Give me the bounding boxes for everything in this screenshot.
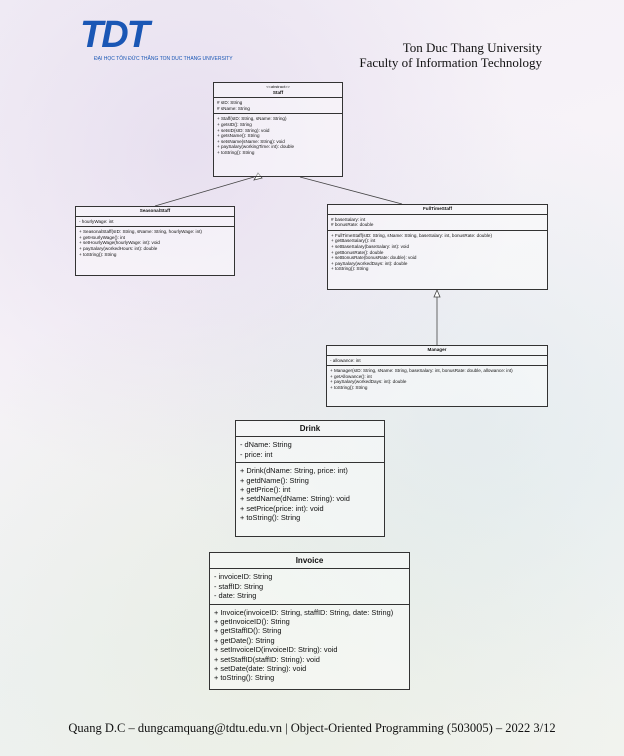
attribute: # sID: String xyxy=(217,100,243,106)
page-header: Ton Duc Thang University Faculty of Info… xyxy=(359,40,542,70)
method: + getsName(): String xyxy=(217,133,260,139)
attributes-section: - invoiceID: String - staffID: String - … xyxy=(210,569,409,605)
class-drink: Drink - dName: String - price: int + Dri… xyxy=(235,420,385,537)
method: + setHourlyWage(hourlyWage: int): void xyxy=(79,240,160,246)
class-name: Invoice xyxy=(295,556,324,565)
attributes-section: - hourlyWage: int xyxy=(76,217,234,228)
attribute: - price: int xyxy=(240,449,273,459)
methods-section: + Manager(sID: String, sName: String, ba… xyxy=(327,366,547,392)
class-invoice: Invoice - invoiceID: String - staffID: S… xyxy=(209,552,410,690)
method: + SeasonalStaff(sID: String, sName: Stri… xyxy=(79,229,202,235)
class-full-time-staff: FullTimeStaff # baseSalary: int # bonusR… xyxy=(327,204,548,290)
logo-mark: TDT xyxy=(80,14,150,56)
university-name: Ton Duc Thang University xyxy=(402,40,542,55)
method: + Manager(sID: String, sName: String, ba… xyxy=(330,368,513,374)
method: + setInvoiceID(invoiceID: String): void xyxy=(214,645,338,655)
method: + setStaffID(staffID: String): void xyxy=(214,654,320,664)
method: + setdName(dName: String): void xyxy=(240,494,350,504)
class-staff: <<abstract>> Staff # sID: String # sName… xyxy=(213,82,343,177)
methods-section: + FullTimeStaff(sID: String, sName: Stri… xyxy=(328,231,547,274)
method: + FullTimeStaff(sID: String, sName: Stri… xyxy=(331,232,492,238)
method: + paySalary(workedHours: int): double xyxy=(79,245,158,251)
method: + Drink(dName: String, price: int) xyxy=(240,466,348,476)
methods-section: + Invoice(invoiceID: String, staffID: St… xyxy=(210,605,409,686)
attribute: - dName: String xyxy=(240,440,292,450)
method: + setPrice(price: int): void xyxy=(240,503,324,513)
class-header: FullTimeStaff xyxy=(328,205,547,215)
method: + getBaseSalary(): int xyxy=(331,238,376,244)
attribute: - allowance: int xyxy=(330,357,361,363)
class-header: Invoice xyxy=(210,553,409,570)
method: + toString(): String xyxy=(214,673,275,683)
method: + getAllowance(): int xyxy=(330,373,372,379)
methods-section: + Drink(dName: String, price: int) + get… xyxy=(236,463,384,525)
edge-fulltime-to-staff xyxy=(299,176,403,205)
university-logo: TDT ĐẠI HỌC TÔN ĐỨC THẮNG TON DUC THANG … xyxy=(80,14,233,70)
edge-seasonal-to-staff xyxy=(154,176,255,207)
method: + setBonusRate(bonusRate: double): void xyxy=(331,255,417,261)
attribute: - hourlyWage: int xyxy=(79,218,114,224)
method: + toString(): String xyxy=(330,384,368,390)
attributes-section: - dName: String - price: int xyxy=(236,437,384,464)
page-footer: Quang D.C – dungcamquang@tdtu.edu.vn | O… xyxy=(68,721,556,735)
attribute: - date: String xyxy=(214,591,257,601)
method: + getInvoiceID(): String xyxy=(214,617,290,627)
method: + getsID(): String xyxy=(217,121,252,127)
class-name: Staff xyxy=(272,89,284,95)
method: + paySalary(workedDays: int): double xyxy=(330,379,407,385)
method: + getPrice(): int xyxy=(240,485,291,495)
method: + setsName(sName: String): void xyxy=(217,138,285,144)
class-manager: Manager - allowance: int + Manager(sID: … xyxy=(326,345,548,407)
class-header: Drink xyxy=(236,421,384,438)
method: + setBaseSalary(baseSalary: int): void xyxy=(331,243,410,249)
methods-section: + Staff(sID: String, sName: String) + ge… xyxy=(214,114,342,157)
method: + paySalary(workingTime: int): double xyxy=(217,144,295,150)
class-header: <<abstract>> Staff xyxy=(214,83,342,99)
stereotype-label: <<abstract>> xyxy=(266,84,290,89)
method: + toString(): String xyxy=(331,266,369,272)
method: + toString(): String xyxy=(217,149,255,155)
class-name: Manager xyxy=(427,347,447,352)
method: + toString(): String xyxy=(240,513,301,523)
attribute: - invoiceID: String xyxy=(214,572,273,582)
method: + getBonusRate(): double xyxy=(331,249,384,255)
method: + getDate(): String xyxy=(214,635,275,645)
arrowhead-fulltime xyxy=(433,288,441,298)
method: + Invoice(invoiceID: String, staffID: St… xyxy=(214,607,394,617)
method: + paySalary(workedDays: int): double xyxy=(331,260,408,266)
method: + toString(): String xyxy=(79,251,117,257)
methods-section: + SeasonalStaff(sID: String, sName: Stri… xyxy=(76,227,234,259)
attribute: # bonusRate: double xyxy=(331,222,374,228)
class-seasonal-staff: SeasonalStaff - hourlyWage: int + Season… xyxy=(75,206,235,276)
method: + Staff(sID: String, sName: String) xyxy=(217,116,287,122)
method: + getHourlyWage(): int xyxy=(79,234,125,240)
class-header: Manager xyxy=(327,346,547,356)
attribute: # sName: String xyxy=(217,105,250,111)
method: + setsID(sID: String): void xyxy=(217,127,270,133)
logo-subtitle: ĐẠI HỌC TÔN ĐỨC THẮNG TON DUC THANG UNIV… xyxy=(94,56,233,62)
attribute: # baseSalary: int xyxy=(331,216,366,222)
method: + setDate(date: String): void xyxy=(214,664,307,674)
attributes-section: - allowance: int xyxy=(327,356,547,367)
class-header: SeasonalStaff xyxy=(76,207,234,217)
method: + getStaffID(): String xyxy=(214,626,282,636)
method: + getdName(): String xyxy=(240,475,309,485)
attributes-section: # sID: String # sName: String xyxy=(214,98,342,115)
class-name: FullTimeStaff xyxy=(422,206,452,211)
attribute: - staffID: String xyxy=(214,581,264,591)
class-name: Drink xyxy=(299,424,321,433)
class-name: SeasonalStaff xyxy=(139,208,171,213)
attributes-section: # baseSalary: int # bonusRate: double xyxy=(328,215,547,231)
faculty-name: Faculty of Information Technology xyxy=(359,55,542,70)
